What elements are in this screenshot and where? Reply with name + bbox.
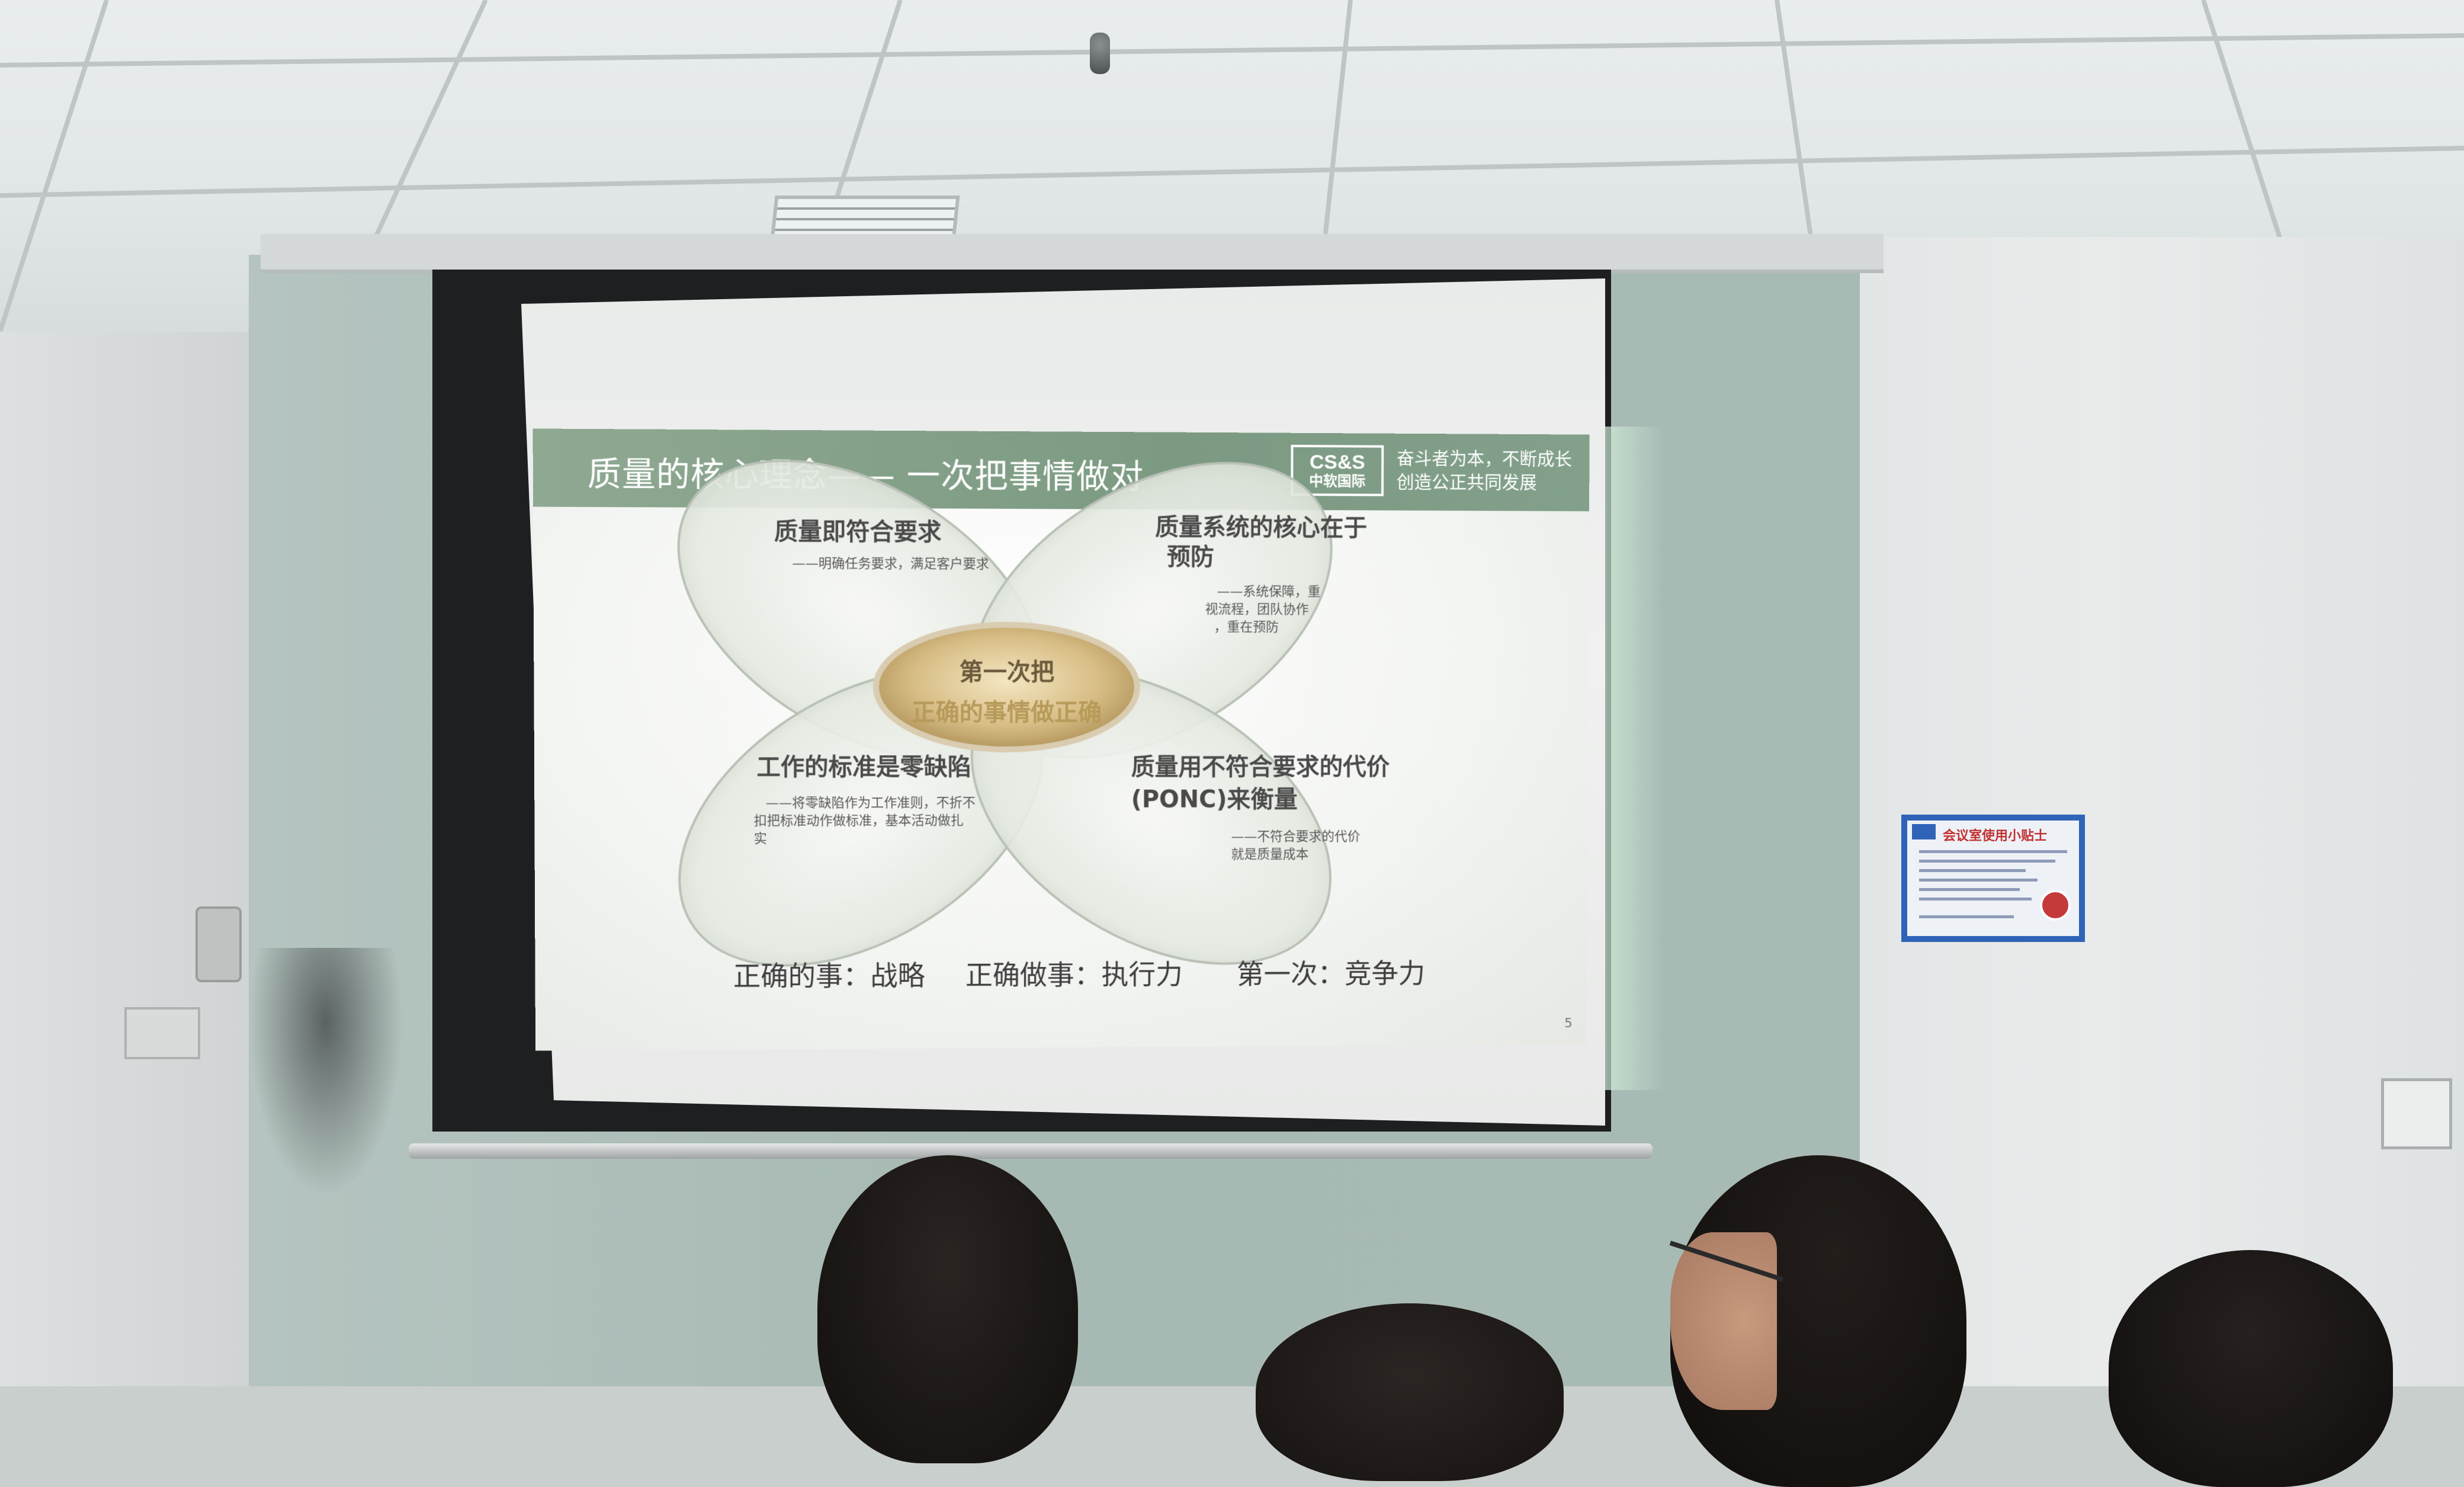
top-left-note: ——明确任务要求，满足客户要求 [792,556,989,573]
top-right-note-3: ，重在预防 [1214,619,1279,636]
audience-head [1256,1303,1564,1481]
audience-head [817,1155,1078,1463]
top-left-title: 质量即符合要求 [774,517,942,547]
sprinkler [1090,33,1110,74]
bottom-right-note-1: ——不符合要求的代价 [1231,829,1361,846]
poster-text-line [1919,888,2020,891]
wall-socket [124,1007,200,1059]
poster-text-line [1919,915,2014,918]
top-right-title-2: 预防 [1167,542,1214,572]
bottom-left-title: 工作的标准是零缺陷 [756,752,971,782]
page-number: 5 [1564,1016,1573,1031]
poster-logo [1912,824,1936,839]
audience-head [2109,1250,2393,1487]
top-right-note-1: ——系统保障，重 [1217,584,1321,601]
bottom-left-note-3: 实 [754,831,767,848]
top-right-note-2: 视流程，团队协作 [1205,601,1309,618]
wall-phone [195,906,242,982]
poster-title: 会议室使用小贴士 [1943,825,2047,844]
center-text-line-1: 第一次把 [929,653,1084,687]
footer-strategy: 正确的事：战略 [733,954,925,994]
speaker-silhouette [249,948,403,1197]
bottom-left-note-1: ——将零缺陷作为工作准则，不折不 [766,795,976,812]
poster-text-line [1919,879,2038,882]
screen-bottom-bar [409,1143,1653,1159]
bottom-right-title-2: (PONC)来衡量 [1131,785,1298,815]
top-right-title-1: 质量系统的核心在于 [1155,512,1367,543]
poster-badge [2040,890,2071,921]
presentation-slide: 质量的核心理念—— 一次把事情做对 CS&S 中软国际 奋斗者为本，不断成长 创… [533,428,1590,1050]
center-text-line-2: 正确的事情做正确 [870,693,1143,728]
projector-light-spill [1605,427,1664,1090]
bottom-left-note-2: 扣把标准动作做标准，基本活动做扎 [754,813,964,830]
right-wall [1860,237,2464,1386]
light-switch [2381,1078,2452,1149]
bottom-right-title-1: 质量用不符合要求的代价 [1131,752,1390,782]
poster-text-line [1919,850,2067,853]
screen-housing [261,234,1884,273]
meeting-room-tips-poster: 会议室使用小贴士 [1901,815,2085,942]
poster-text-line [1919,898,2032,900]
poster-text-line [1919,869,2026,872]
bottom-right-note-2: 就是质量成本 [1231,847,1309,864]
footer-competitiveness: 第一次：竞争力 [1237,952,1425,992]
poster-text-line [1919,860,2055,863]
footer-execution: 正确做事：执行力 [965,953,1183,992]
